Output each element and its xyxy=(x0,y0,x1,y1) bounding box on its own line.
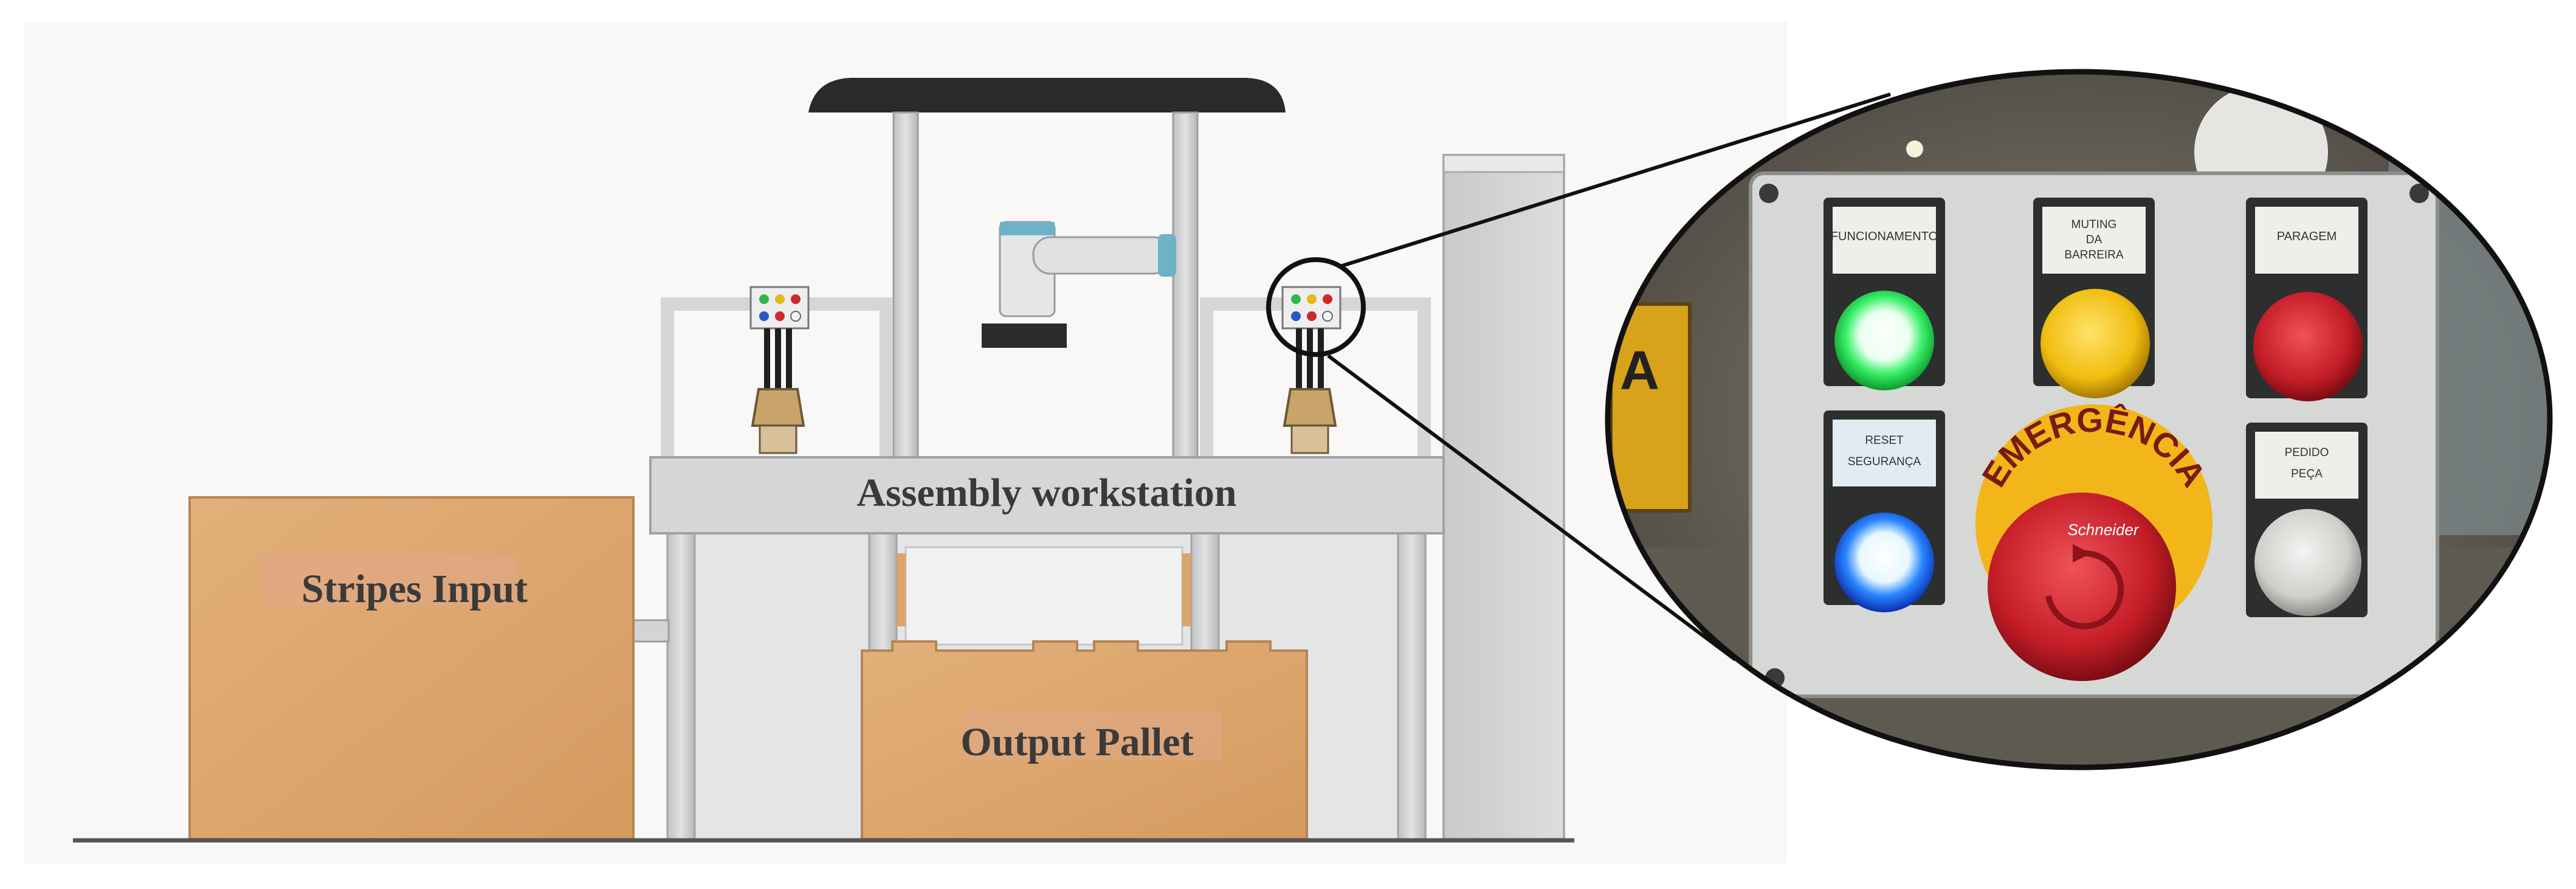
svg-text:Schneider: Schneider xyxy=(2067,521,2139,539)
tower-cap xyxy=(1442,154,1565,173)
muting-button: MUTING DA BARREIRA xyxy=(2033,198,2155,398)
zoom-line-bottom xyxy=(1327,354,1737,662)
reset-seguranca-indicator: RESET SEGURANÇA xyxy=(1824,410,1945,612)
gripper-left xyxy=(751,328,805,454)
pedido-peca-button: PEDIDO PEÇA xyxy=(2246,423,2368,617)
svg-text:SEGURANÇA: SEGURANÇA xyxy=(1848,455,1921,468)
canopy-post-left xyxy=(892,111,919,466)
canopy-post-right xyxy=(1172,111,1199,466)
stripes-input-box xyxy=(188,496,635,840)
frame-leg-left xyxy=(666,531,696,840)
svg-text:PARAGEM: PARAGEM xyxy=(2277,230,2337,243)
emergency-stop-button: EMERGÊNCIA Schneider xyxy=(1974,400,2214,681)
zoom-ellipse-border xyxy=(1605,69,2553,770)
conveyor-link xyxy=(631,619,670,643)
background-light xyxy=(1906,140,1923,157)
svg-text:DA: DA xyxy=(2086,233,2102,246)
pallet-edge-right xyxy=(1182,553,1191,626)
mini-control-panel-left xyxy=(749,286,810,330)
output-pallet-label: Output Pallet xyxy=(960,720,1193,764)
frame-leg-right xyxy=(1397,531,1427,840)
svg-text:BARREIRA: BARREIRA xyxy=(2064,249,2123,261)
stripes-input-label: Stripes Input xyxy=(301,567,528,611)
robot-arm xyxy=(982,221,1176,348)
gripper-right xyxy=(1283,328,1337,454)
pallet-edge-left xyxy=(897,553,906,626)
mini-control-panel-right xyxy=(1281,286,1341,330)
funcionamento-indicator: FUNCIONAMENTO xyxy=(1824,198,1945,390)
svg-text:PEDIDO: PEDIDO xyxy=(2285,446,2329,459)
output-pallet-label-bg xyxy=(966,711,1222,760)
pallet-bay-panel xyxy=(904,546,1183,646)
svg-text:PEÇA: PEÇA xyxy=(2291,468,2323,480)
assembly-workstation-label: Assembly workstation xyxy=(856,471,1236,515)
zoom-callout-circle xyxy=(1266,257,1366,357)
background-sign xyxy=(1609,302,1692,513)
svg-text:MUTING: MUTING xyxy=(2071,218,2117,231)
paragem-button: PARAGEM xyxy=(2246,198,2368,401)
svg-text:RESET: RESET xyxy=(1865,434,1904,447)
control-panel-photo: A FUNCIONAMENTO MUTING DA BARREIRA xyxy=(1608,72,2550,767)
zoom-line-top xyxy=(1340,92,1891,268)
worktop xyxy=(649,456,1445,534)
svg-text:FUNCIONAMENTO: FUNCIONAMENTO xyxy=(1831,230,1938,243)
canopy-roof xyxy=(808,78,1286,112)
background-sign-letter: A xyxy=(1620,341,1659,401)
tower-column xyxy=(1442,154,1565,840)
stripes-input-label-bg xyxy=(263,555,518,606)
